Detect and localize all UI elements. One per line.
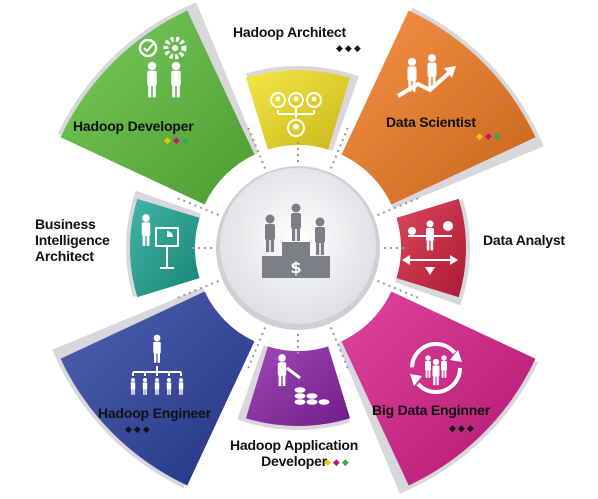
dots-big-data-enginner: ◆◆◆ — [449, 424, 476, 434]
org-chart-icon — [130, 334, 184, 395]
connector-line — [175, 277, 225, 300]
label-data-analyst: Data Analyst — [483, 232, 565, 248]
presentation-icon — [141, 214, 179, 269]
connector-line — [327, 321, 350, 371]
dollar-icon: $ — [290, 258, 301, 277]
connector-line — [327, 125, 350, 175]
dots-data-scientist: ◆◆◆ — [476, 132, 503, 142]
podium-dollar-icon: $ — [262, 203, 330, 278]
network-hierarchy-icon — [270, 92, 322, 137]
label-hadoop-developer: Hadoop Developer — [73, 118, 194, 134]
connector-line — [371, 277, 421, 300]
label-hadoop-application-developer: Hadoop Application Developer — [230, 437, 359, 469]
dots-hadoop-developer: ◆◆◆ — [164, 136, 191, 146]
connector-line — [246, 125, 269, 175]
label-hadoop-architect: Hadoop Architect — [233, 24, 346, 40]
developers-gears-icon — [138, 36, 187, 98]
connector-line — [371, 196, 421, 219]
segment-shade-hadoop-application-developer — [245, 346, 351, 426]
cycle-team-icon — [410, 342, 462, 394]
connector-line — [246, 321, 269, 371]
label-business-intelligence-architect: Business Intelligence Architect — [35, 216, 110, 264]
segment-shade-hadoop-developer — [60, 10, 255, 205]
balance-person-icon — [402, 220, 458, 275]
segment-shade-big-data-enginner — [341, 291, 536, 486]
label-hadoop-engineer: Hadoop Engineer — [98, 405, 211, 421]
segment-shade-hadoop-architect — [245, 70, 351, 150]
label-big-data-enginner: Big Data Enginner — [372, 402, 490, 418]
dots-hadoop-application-developer: ◆◆◆ — [324, 458, 351, 468]
label-data-scientist: Data Scientist — [386, 114, 476, 130]
dots-hadoop-architect: ◆◆◆ — [336, 44, 363, 54]
team-growth-chart-icon — [396, 53, 456, 98]
connector-line — [175, 196, 225, 219]
dots-hadoop-engineer: ◆◆◆ — [125, 425, 152, 435]
segment-shade-data-scientist — [341, 10, 536, 205]
person-coins-icon — [277, 354, 330, 405]
